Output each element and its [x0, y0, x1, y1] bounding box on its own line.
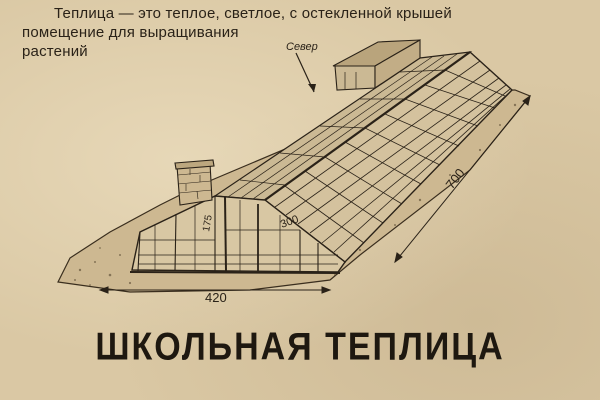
- page-title: ШКОЛЬНАЯ ТЕПЛИЦА: [95, 325, 505, 369]
- caption-text: Теплица — это теплое, светлое, с остекле…: [22, 4, 582, 61]
- ridge-label: 300: [279, 213, 300, 231]
- roof-ridge: [264, 51, 471, 201]
- gable-glazing: [137, 196, 338, 272]
- north-label: Север: [286, 41, 318, 53]
- caption-line-3: растений: [22, 43, 88, 60]
- caption-line-1: Теплица — это теплое, светлое, с остекле…: [54, 5, 452, 22]
- roof-back-glazing: [227, 53, 458, 200]
- back-vestibule: [332, 39, 421, 91]
- roof-front-glazing: [264, 60, 512, 263]
- north-arrow: [295, 52, 316, 93]
- length-dimension: [394, 94, 531, 264]
- caption-line-2: помещение для выращивания: [22, 24, 239, 41]
- height-label: 175: [201, 214, 215, 233]
- width-dimension: [98, 286, 332, 294]
- width-label: 420: [205, 290, 227, 305]
- chimney: [174, 159, 215, 206]
- gable-sill: [129, 271, 341, 274]
